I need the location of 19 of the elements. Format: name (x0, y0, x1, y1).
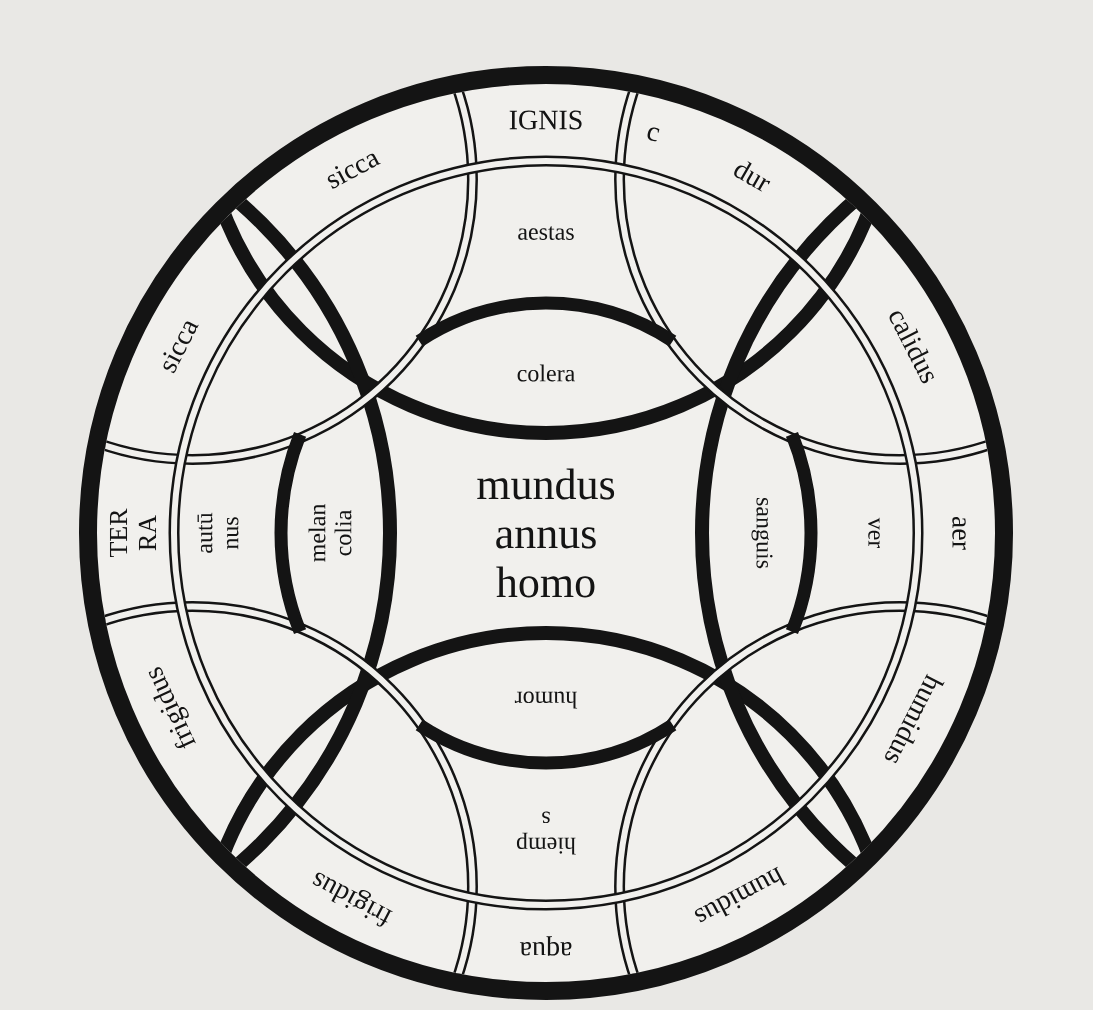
region-label: dur (734, 161, 771, 192)
region-label: humor (514, 691, 578, 709)
region-label: ver (868, 517, 880, 549)
region-label: aqua (519, 936, 572, 956)
region-label: IGNIS (509, 110, 582, 130)
region-label: mundus annus homo (477, 468, 615, 598)
region-label: colera (517, 364, 575, 382)
region-label: frigidus (148, 667, 196, 749)
region-label: autū nus (197, 512, 239, 553)
region-label: sicca (163, 321, 199, 374)
region-label: sicca (327, 153, 381, 189)
region-label: calidus (889, 311, 934, 384)
region-label: hiemp s (516, 811, 576, 855)
region-label: sanguis (751, 498, 773, 569)
region-label: melan colia (308, 504, 352, 562)
region-label: aestas (518, 226, 574, 240)
region-label: aer (952, 516, 966, 550)
region-label: TER RA (110, 508, 156, 558)
region-label: c (647, 127, 660, 142)
